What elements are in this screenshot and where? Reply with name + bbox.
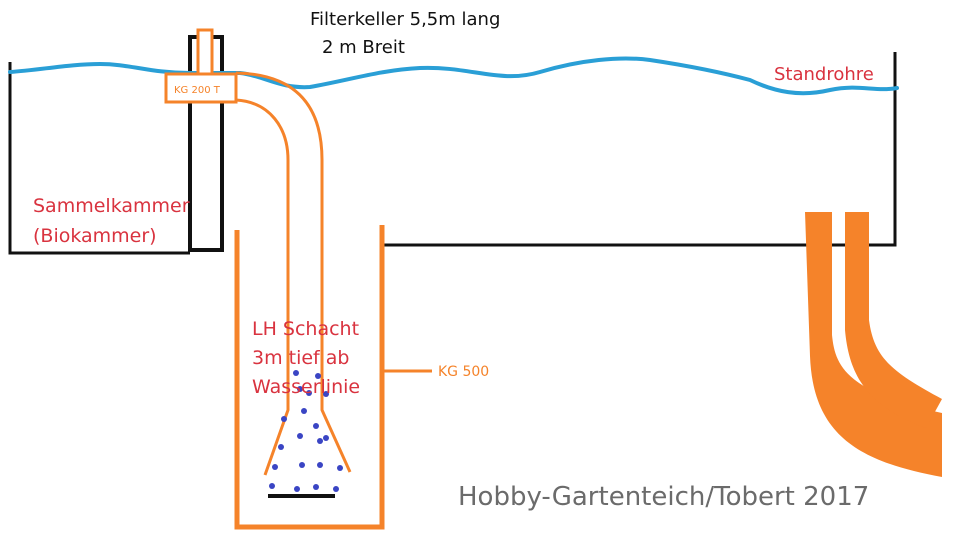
bubble	[333, 486, 339, 492]
bubble	[317, 438, 323, 444]
bubble	[323, 435, 329, 441]
bubble	[313, 423, 319, 429]
bubble	[299, 462, 305, 468]
standpipe-2	[845, 212, 942, 428]
air-bubbles	[269, 370, 343, 492]
bubble	[337, 465, 343, 471]
kg200-tee	[164, 72, 238, 104]
bubble	[317, 462, 323, 468]
lh-shaft-label-line-2: 3m tief ab	[252, 347, 350, 369]
watermark: Hobby-Gartenteich/Tobert 2017	[458, 482, 869, 512]
bubble	[294, 486, 300, 492]
sammelkammer-label-line-2: (Biokammer)	[33, 225, 157, 247]
bubble	[315, 373, 321, 379]
kg500-label: KG 500	[438, 364, 489, 380]
standpipe-top	[196, 28, 214, 76]
bubble	[323, 391, 329, 397]
water-surface	[8, 56, 899, 96]
bubble	[297, 433, 303, 439]
kg200-label: KG 200 T	[174, 85, 221, 96]
standrohre-label: Standrohre	[774, 64, 874, 85]
sammelkammer-label-line-1: Sammelkammer	[33, 195, 190, 217]
airlift-riser-pipe	[235, 71, 352, 476]
title-line-1: Filterkeller 5,5m lang	[310, 9, 500, 30]
lh-shaft	[234, 225, 385, 530]
bubble	[301, 408, 307, 414]
lh-shaft-label-line-1: LH Schacht	[252, 318, 359, 340]
bubble	[313, 484, 319, 490]
bubble	[272, 464, 278, 470]
lh-shaft-label-line-3: Wasserlinie	[252, 376, 360, 398]
bubble	[269, 483, 275, 489]
bubble	[281, 416, 287, 422]
bubble	[293, 370, 299, 376]
bubble	[278, 444, 284, 450]
cellar-outline	[8, 52, 897, 255]
partition-wall	[188, 35, 224, 252]
bubble	[297, 386, 303, 392]
bubble	[306, 390, 312, 396]
title-line-2: 2 m Breit	[322, 37, 405, 58]
